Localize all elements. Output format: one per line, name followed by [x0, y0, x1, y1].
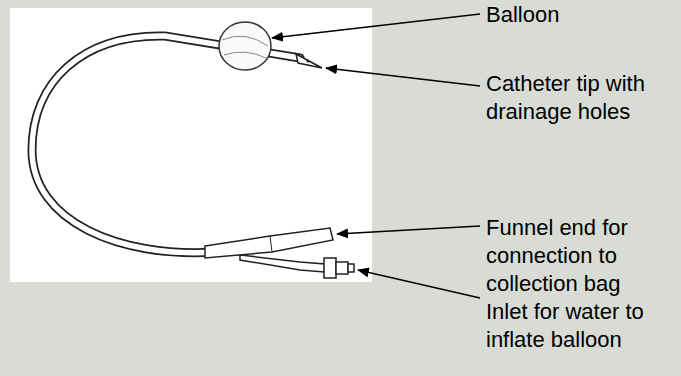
part-label: Catheter tip with drainage holes	[486, 70, 676, 126]
part-label: Balloon	[486, 1, 676, 29]
leader-line	[358, 270, 480, 298]
leader-line	[337, 226, 480, 234]
leader-line	[272, 14, 480, 38]
picture-ground	[10, 8, 372, 282]
leader-line	[326, 68, 480, 86]
leader-arrows	[272, 14, 480, 298]
part-label: Inlet for water to inflate balloon	[486, 298, 676, 354]
catheter-tube	[32, 36, 322, 253]
part-label: Funnel end for connection to collection …	[486, 214, 661, 298]
balloon	[219, 22, 271, 70]
funnel-end	[205, 228, 333, 258]
inlet-valve	[240, 255, 354, 278]
